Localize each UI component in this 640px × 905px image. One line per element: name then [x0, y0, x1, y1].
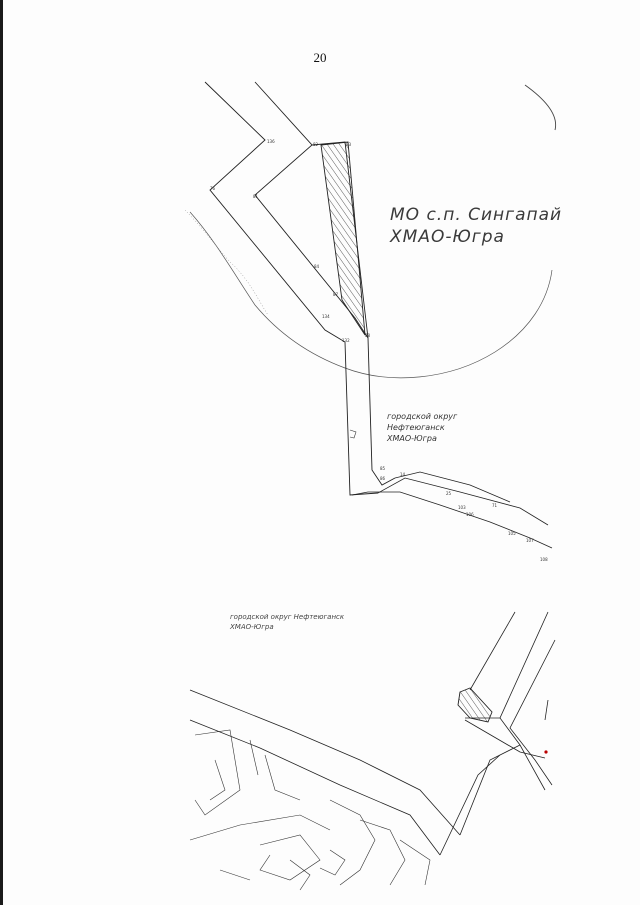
- road-corridor-east: [351, 471, 553, 549]
- point-107: 107: [526, 538, 534, 543]
- point-108: 108: [540, 557, 548, 562]
- point-136: 136: [267, 139, 275, 144]
- settlement-boundary-arc: [524, 84, 557, 131]
- road-notch: [349, 429, 357, 439]
- point-84: 84: [314, 264, 320, 269]
- page-number: 20: [313, 50, 327, 65]
- scan-edge-rule: [0, 0, 3, 905]
- settlement-boundary-curve: [189, 211, 553, 379]
- road-corridor-lower-right: [464, 611, 556, 791]
- point-87: 87: [333, 292, 339, 297]
- point-marker-lower: [544, 750, 548, 754]
- city-label-bottom-line2: ХМАО-Югра: [230, 623, 274, 631]
- settlement-label-line2: ХМАО-Югра: [390, 227, 505, 247]
- point-83: 83: [346, 142, 352, 147]
- point-88: 88: [365, 333, 371, 338]
- hatched-parcel-lower: [457, 687, 493, 723]
- point-71: 71: [492, 503, 498, 508]
- road-corridor-lower-diagonal: [189, 689, 521, 856]
- city-label-mid-line2: Нефтеюганск: [387, 423, 445, 432]
- settlement-label-line1: МО с.п. Сингапай: [390, 205, 563, 225]
- point-86: 86: [380, 476, 386, 481]
- hatched-parcel-upper: [320, 141, 366, 336]
- point-82: 82: [313, 142, 319, 147]
- point-106: 106: [466, 512, 474, 517]
- city-label-mid-line3: ХМАО-Югра: [387, 434, 437, 443]
- point-132: 132: [342, 338, 350, 343]
- point-25: 25: [446, 491, 452, 496]
- boundary-curve-lower-left: [184, 209, 269, 316]
- building-blocks-lower: [189, 729, 431, 891]
- city-label-mid-line1: городской округ: [387, 412, 458, 421]
- point-76: 76: [210, 186, 216, 191]
- point-85: 85: [380, 466, 386, 471]
- city-label-bottom-line1: городской округ Нефтеюганск: [230, 613, 345, 621]
- point-81: 81: [253, 194, 259, 199]
- point-105: 105: [508, 531, 516, 536]
- point-134: 134: [322, 314, 330, 319]
- point-103: 103: [458, 505, 466, 510]
- point-14: 14: [400, 472, 406, 477]
- road-corridor-upper: [204, 81, 396, 496]
